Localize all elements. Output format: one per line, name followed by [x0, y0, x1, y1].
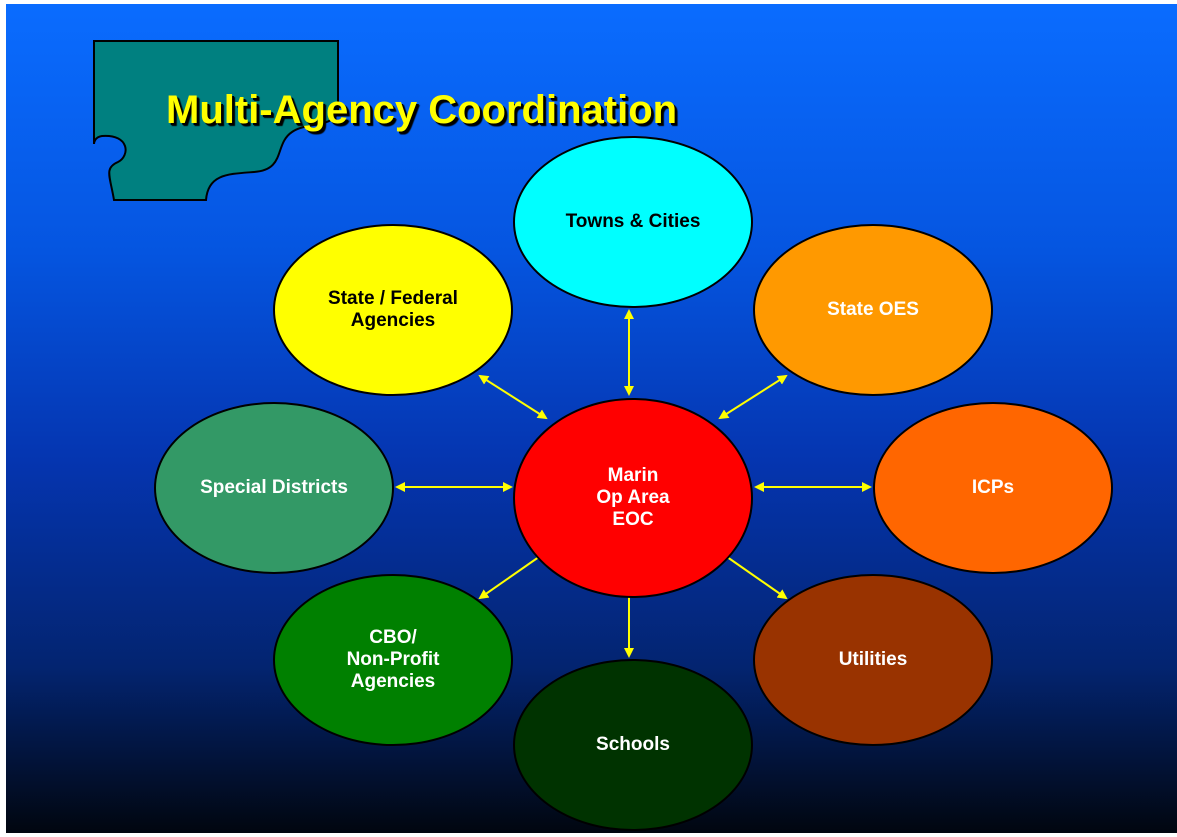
puzzle-piece-icon — [93, 40, 339, 201]
node-schools: Schools — [513, 659, 753, 831]
double-arrow-connector — [718, 550, 788, 600]
slide-background: Multi-Agency Coordination Marin Op Area … — [6, 4, 1177, 833]
node-label: Utilities — [838, 649, 908, 670]
node-state-oes: State OES — [753, 224, 993, 396]
node-label: CBO/ Non-Profit Agencies — [346, 627, 440, 692]
node-icps: ICPs — [873, 402, 1113, 574]
page-title: Multi-Agency Coordination — [166, 88, 678, 132]
connector-arrows — [395, 309, 872, 658]
diagram-graphics — [93, 40, 872, 658]
node-special-districts: Special Districts — [154, 402, 394, 574]
double-arrow-connector — [478, 374, 548, 420]
node-center-label: Marin Op Area EOC — [596, 465, 670, 530]
node-state-federal: State / Federal Agencies — [273, 224, 513, 396]
double-arrow-connector — [478, 550, 548, 600]
node-label: State OES — [827, 299, 919, 320]
node-cbo-non-profit: CBO/ Non-Profit Agencies — [273, 574, 513, 746]
node-label: ICPs — [971, 477, 1015, 498]
node-utilities: Utilities — [753, 574, 993, 746]
node-label: Special Districts — [200, 477, 348, 498]
double-arrow-connector — [718, 374, 788, 420]
node-towns-cities: Towns & Cities — [513, 136, 753, 308]
node-label: State / Federal Agencies — [328, 288, 458, 331]
node-label: Schools — [596, 734, 670, 755]
node-center-eoc: Marin Op Area EOC — [513, 398, 753, 598]
node-label: Towns & Cities — [565, 211, 701, 232]
